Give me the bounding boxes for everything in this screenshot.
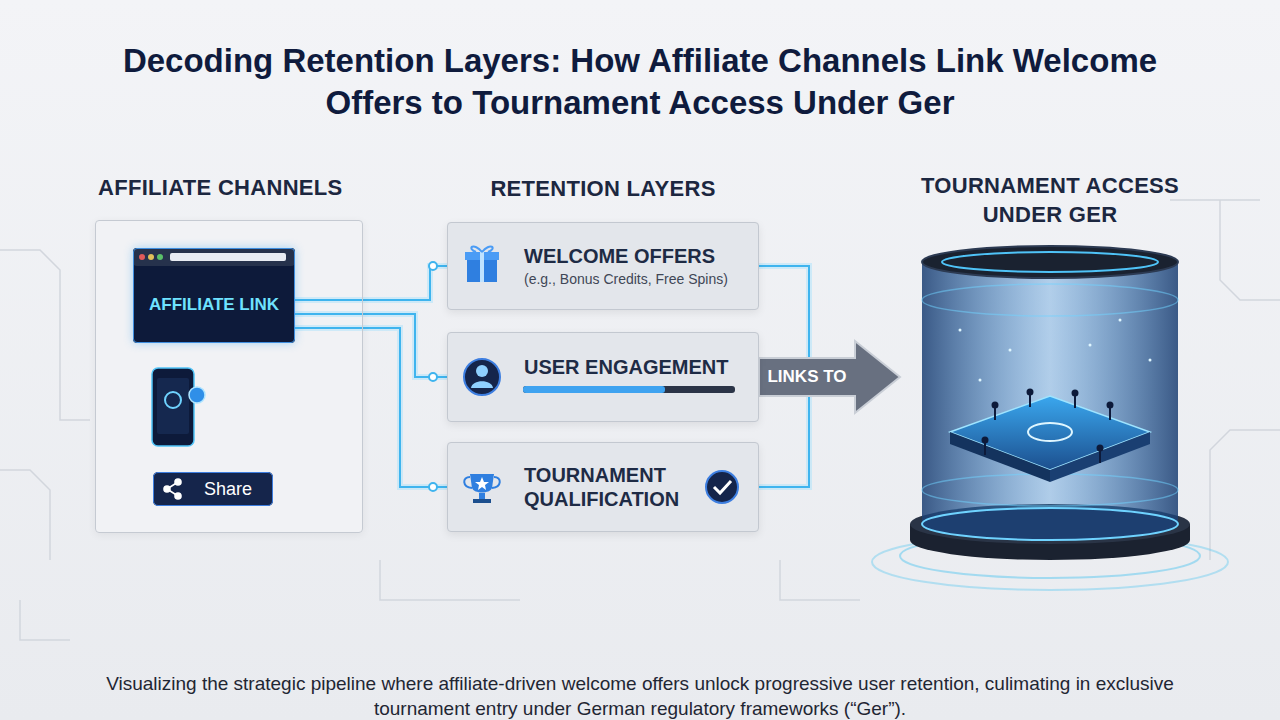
arena-cylinder (872, 246, 1228, 590)
layer-box: WELCOME OFFERS (e.g., Bonus Credits, Free… (447, 222, 759, 310)
caption: Visualizing the strategic pipeline where… (80, 671, 1200, 720)
node-text: TOURNAMENT QUALIFICATION (524, 463, 696, 511)
node-text: TOURNAMENT ACCESS UNDER GER (904, 172, 1196, 229)
connector-dot (429, 262, 437, 270)
share-fill (153, 472, 273, 506)
layer-box: USER ENGAGEMENT (447, 332, 759, 422)
browser-fill (133, 248, 295, 343)
node-text: Share (204, 479, 252, 500)
connector (295, 314, 447, 381)
phone-icon (152, 368, 205, 446)
panel-fill (95, 220, 363, 533)
node-text: WELCOME OFFERS (524, 244, 744, 268)
node-subtext: (e.g., Bonus Credits, Free Spins) (524, 271, 744, 288)
connector-line (295, 266, 447, 300)
node-text: USER ENGAGEMENT (524, 355, 744, 379)
trophy-icon (464, 474, 500, 503)
node-text: AFFILIATE CHANNELS (98, 175, 343, 201)
node-text: AFFILIATE LINK (149, 295, 279, 315)
layer-box: TOURNAMENT QUALIFICATION (447, 442, 759, 532)
share-button: Share (153, 472, 273, 506)
connector-dot (429, 373, 437, 381)
channel-panel: AFFILIATE CHANNELSAFFILIATE LINKShare (95, 220, 363, 533)
browser-window: AFFILIATE LINK (133, 248, 295, 343)
layer-fills (447, 222, 759, 532)
connector-glow (295, 314, 447, 377)
connector (295, 262, 447, 300)
edge-label: LINKS TO (763, 366, 850, 388)
title: Decoding Retention Layers: How Affiliate… (80, 40, 1200, 124)
connector (759, 341, 900, 413)
tournament-region: TOURNAMENT ACCESS UNDER GER (900, 172, 1200, 552)
connector-dot (429, 483, 437, 491)
connector-glow (295, 328, 447, 487)
gift-icon (465, 247, 499, 282)
connector-line (295, 328, 447, 487)
connector-line (295, 314, 447, 377)
connector-glow (295, 266, 447, 300)
connector (295, 328, 447, 491)
link-arrow (759, 341, 900, 413)
circuit-lines (0, 200, 1280, 640)
progress-bar (523, 386, 735, 393)
user-icon (464, 359, 500, 395)
column-heading: RETENTION LAYERS (447, 176, 759, 202)
check-icon (706, 471, 738, 503)
